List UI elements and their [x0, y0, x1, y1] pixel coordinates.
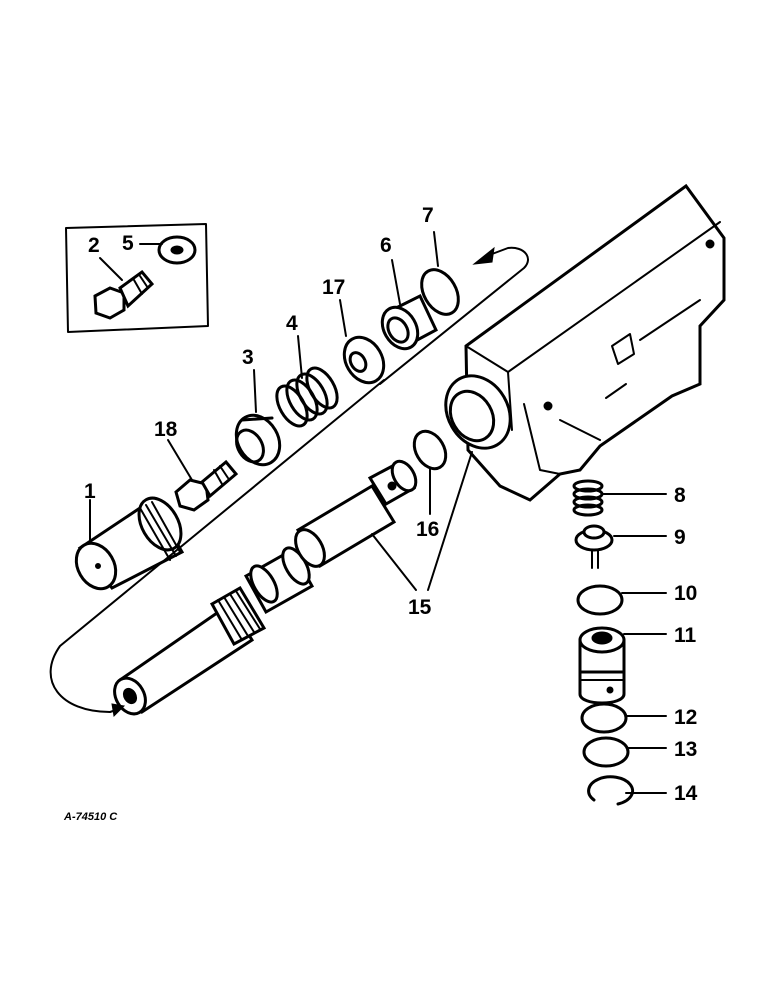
- inset-box: [65, 223, 209, 333]
- bolt-part-2: [93, 269, 155, 320]
- callout-2: 2: [88, 234, 100, 257]
- o-ring-part-7: [420, 268, 460, 316]
- o-ring-part-13: [582, 736, 630, 768]
- o-ring-part-12: [580, 702, 628, 734]
- callout-12: 12: [674, 706, 697, 729]
- callout-18: 18: [154, 418, 178, 441]
- spring-part-4: [275, 366, 339, 428]
- leader-lines: [89, 231, 667, 794]
- o-ring-part-10: [576, 584, 624, 616]
- callout-11: 11: [674, 624, 697, 647]
- valve-body: [444, 183, 726, 502]
- fitting-part-11: [578, 626, 626, 705]
- callout-10: 10: [674, 582, 697, 605]
- callout-labels: 1 2 3 4 5 6 7 8 9 10 11 12 13 14 15 16 1…: [84, 204, 698, 805]
- callout-9: 9: [674, 526, 686, 549]
- spool-phantom-path: [49, 379, 385, 718]
- callout-16: 16: [416, 518, 439, 541]
- bore-phantom-path: [379, 246, 529, 385]
- callout-6: 6: [380, 234, 392, 257]
- bushing-part-6: [380, 293, 438, 351]
- callout-17: 17: [322, 276, 345, 299]
- retainer-part-3: [234, 413, 282, 467]
- washer-part-5: [157, 235, 197, 265]
- callout-4: 4: [286, 312, 298, 335]
- washer-part-17: [342, 335, 386, 385]
- spring-part-8: [572, 479, 604, 517]
- callout-14: 14: [674, 782, 698, 805]
- drawing-reference-code: A-74510 C: [63, 811, 118, 823]
- callout-13: 13: [674, 738, 697, 761]
- poppet-part-9: [574, 524, 614, 569]
- o-ring-part-16: [412, 429, 448, 471]
- callout-3: 3: [242, 346, 254, 369]
- snap-ring-part-14: [587, 775, 635, 806]
- callout-5: 5: [122, 232, 134, 255]
- callout-15: 15: [408, 596, 432, 619]
- bolt-part-18: [174, 459, 239, 512]
- callout-8: 8: [674, 484, 686, 507]
- callout-7: 7: [422, 204, 434, 227]
- cap-part-1: [74, 496, 185, 591]
- callout-1: 1: [84, 480, 96, 503]
- spool-part-15: [113, 459, 418, 716]
